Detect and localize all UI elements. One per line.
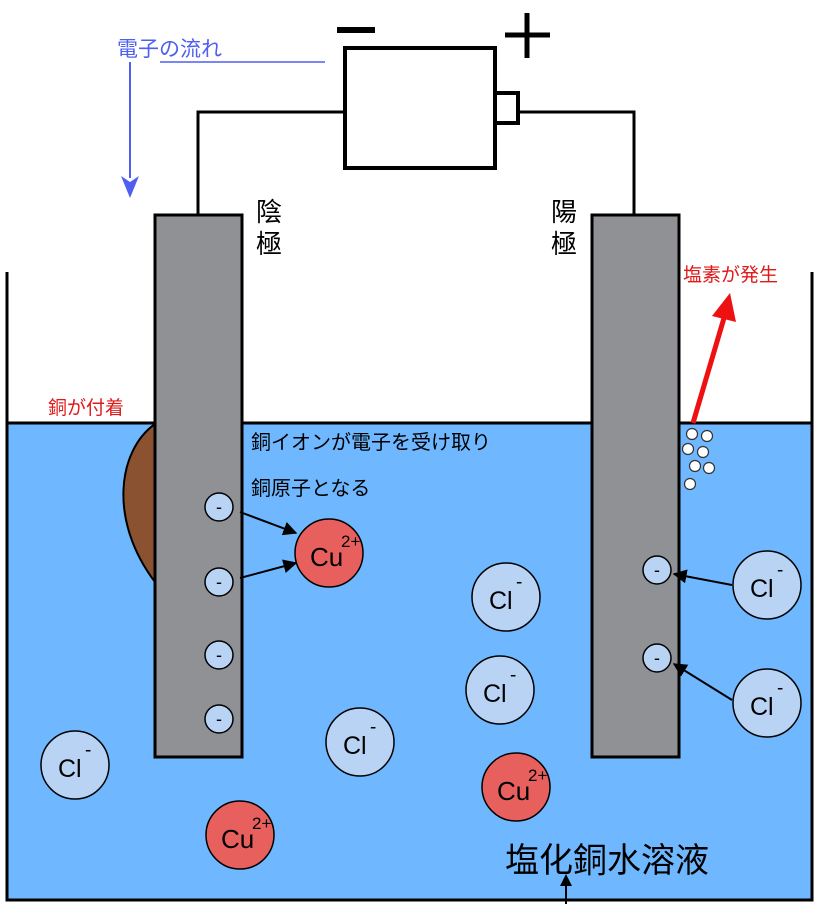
copper-deposit-label: 銅が付着 bbox=[48, 397, 124, 419]
chloride-ion-charge: - bbox=[777, 678, 783, 699]
electron-symbol: - bbox=[654, 648, 660, 668]
copper-ion: Cu 2+ bbox=[205, 800, 275, 870]
chloride-ion-symbol: Cl bbox=[750, 693, 774, 721]
chloride-ion-symbol: Cl bbox=[58, 755, 82, 783]
cathode-wire bbox=[196, 110, 345, 215]
copper-ion-symbol: Cu bbox=[221, 824, 254, 854]
chloride-ion: Cl - bbox=[471, 562, 541, 632]
electron: - bbox=[642, 555, 672, 585]
copper-ion-explanation-line2: 銅原子となる bbox=[251, 476, 370, 500]
chloride-ion-symbol: Cl bbox=[750, 575, 774, 603]
cathode-electrode bbox=[153, 213, 244, 759]
chlorine-rise-arrow-shaft bbox=[690, 317, 727, 424]
anode-label-char1: 陽 bbox=[551, 198, 577, 228]
chlorine-generated-label: 塩素が発生 bbox=[683, 264, 778, 286]
electron: - bbox=[204, 704, 234, 734]
electron-flow-label: 電子の流れ bbox=[117, 37, 222, 61]
chloride-ion-charge: - bbox=[85, 740, 91, 761]
electron: - bbox=[204, 567, 234, 597]
electron-symbol: - bbox=[216, 645, 222, 665]
cathode-label-char1: 陰 bbox=[256, 198, 282, 228]
copper-ion: Cu 2+ bbox=[294, 518, 364, 588]
chloride-ion-charge: - bbox=[370, 717, 376, 738]
chloride-ion-symbol: Cl bbox=[489, 587, 513, 615]
chloride-ion: Cl - bbox=[732, 550, 802, 620]
electron-to-copper-ion-arrow bbox=[239, 559, 298, 579]
chloride-to-anode-arrow bbox=[672, 663, 733, 701]
battery-plus-symbol bbox=[505, 13, 550, 58]
anode-electrode bbox=[590, 213, 681, 759]
copper-ion-charge: 2+ bbox=[252, 814, 271, 833]
chloride-ion: Cl - bbox=[732, 668, 802, 738]
electron-symbol: - bbox=[216, 497, 222, 517]
anode-label-char2: 極 bbox=[551, 230, 577, 260]
chloride-ion-charge: - bbox=[516, 572, 522, 593]
electron-symbol: - bbox=[654, 560, 660, 580]
copper-ion: Cu 2+ bbox=[481, 752, 551, 822]
chloride-ion-symbol: Cl bbox=[343, 732, 367, 760]
chloride-ion-charge: - bbox=[510, 665, 516, 686]
chloride-ion: Cl - bbox=[325, 707, 395, 777]
cathode-label-char2: 極 bbox=[256, 230, 282, 260]
copper-deposit bbox=[122, 422, 156, 585]
solution-pointer-arrowhead bbox=[560, 874, 572, 886]
battery bbox=[343, 46, 497, 170]
copper-ion-symbol: Cu bbox=[310, 542, 343, 572]
chloride-ion-charge: - bbox=[777, 560, 783, 581]
battery-terminal bbox=[493, 91, 520, 125]
chloride-ion-symbol: Cl bbox=[483, 680, 507, 708]
chlorine-rise-arrowhead bbox=[712, 293, 736, 322]
electron-to-copper-ion-arrow bbox=[239, 511, 298, 536]
anode-wire bbox=[518, 110, 636, 215]
solution-name-label: 塩化銅水溶液 bbox=[505, 841, 709, 881]
electron: - bbox=[204, 640, 234, 670]
electron-flow-arrowhead bbox=[121, 176, 139, 198]
chlorine-gas-bubbles bbox=[681, 427, 716, 491]
electron: - bbox=[642, 643, 672, 673]
chloride-to-anode-arrow bbox=[672, 569, 733, 586]
copper-ion-symbol: Cu bbox=[497, 776, 530, 806]
chloride-ion: Cl - bbox=[40, 730, 110, 800]
beaker-outline bbox=[5, 272, 814, 902]
electron: - bbox=[204, 492, 234, 522]
electron-symbol: - bbox=[216, 709, 222, 729]
copper-ion-charge: 2+ bbox=[341, 532, 360, 551]
copper-ion-charge: 2+ bbox=[528, 766, 547, 785]
copper-ion-explanation-line1: 銅イオンが電子を受け取り bbox=[251, 430, 491, 454]
electron-symbol: - bbox=[216, 572, 222, 592]
chloride-ion: Cl - bbox=[465, 655, 535, 725]
